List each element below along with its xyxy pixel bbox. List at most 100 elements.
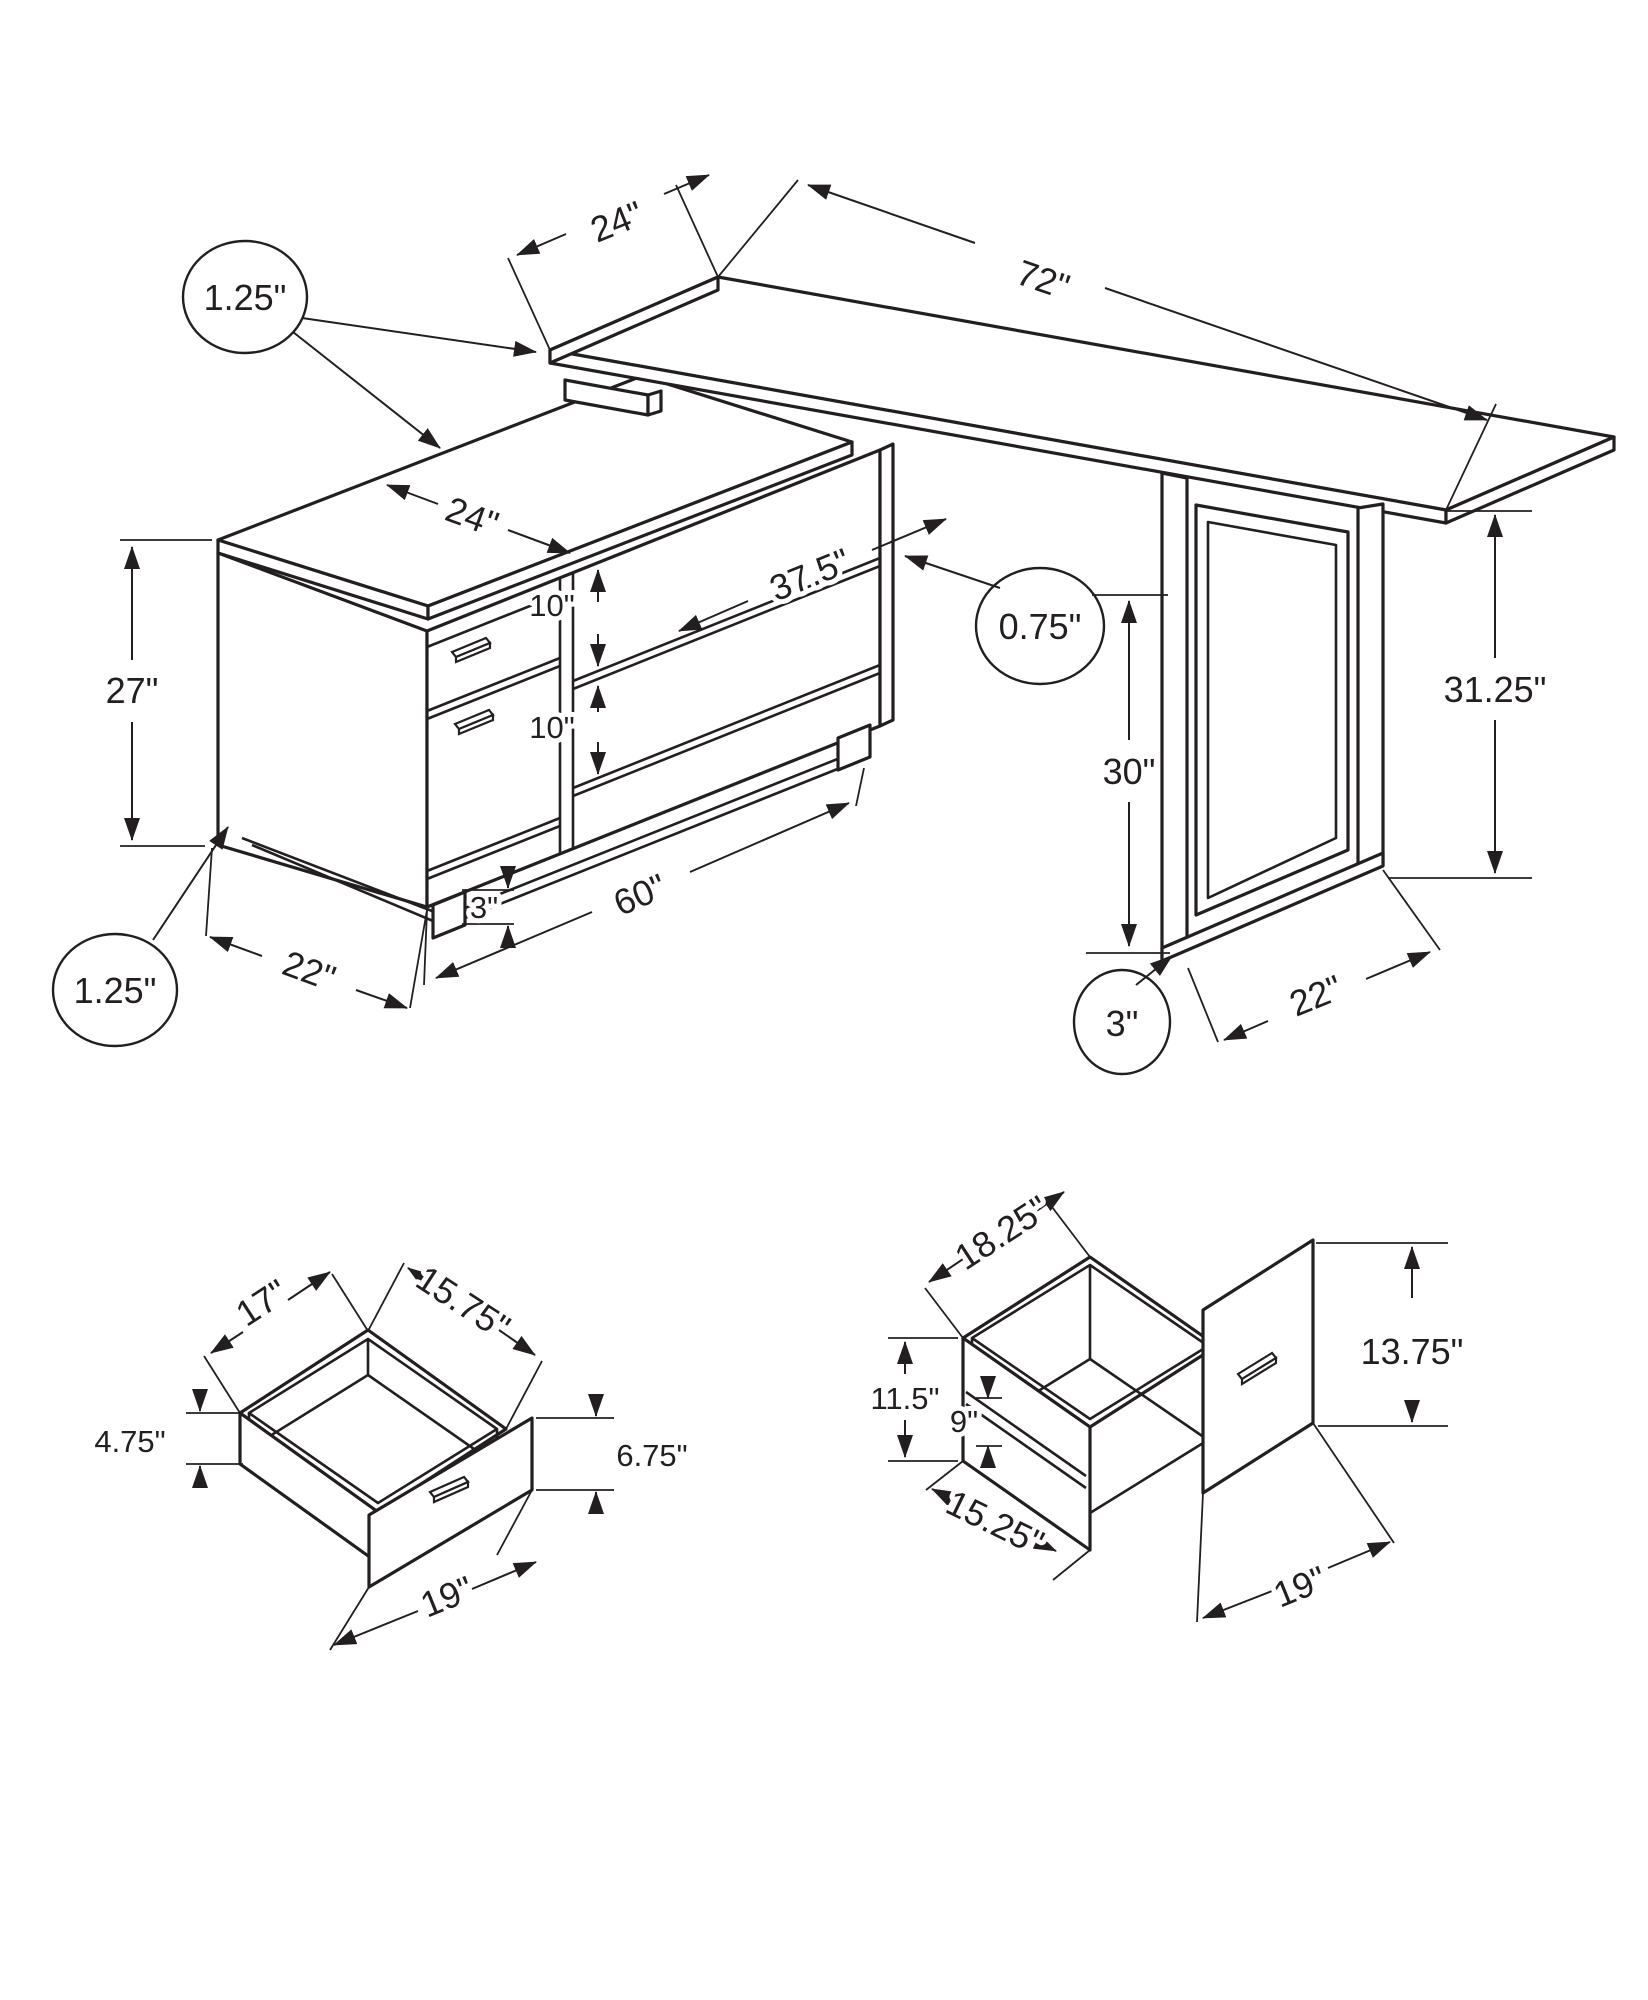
callout-thickness-bottom bbox=[51, 932, 179, 1048]
cabinet-right-panel bbox=[878, 442, 895, 728]
ext-1525-a bbox=[925, 1460, 964, 1491]
desktop-cleat-end bbox=[646, 389, 663, 417]
leader-125b bbox=[152, 826, 229, 941]
dim-19l-right bbox=[471, 1561, 537, 1590]
dim-19r-right bbox=[1327, 1541, 1391, 1569]
dim-22r-right bbox=[1365, 951, 1431, 980]
leader-3r bbox=[1135, 955, 1173, 986]
base-rail2 bbox=[444, 764, 846, 928]
label-sd-front-height: 6.75" bbox=[616, 1438, 687, 1473]
large-drawer-diagram bbox=[888, 1191, 1448, 1623]
dim-1525-right bbox=[1020, 1533, 1057, 1552]
label-cabinet-length: 60" bbox=[607, 865, 672, 923]
label-panel-thickness: 0.75" bbox=[999, 606, 1082, 647]
small-drawer-diagram bbox=[186, 1262, 614, 1651]
label-sd-inner-width: 15.75" bbox=[409, 1257, 518, 1347]
label-desktop-depth: 24" bbox=[585, 193, 649, 251]
dim-72-right bbox=[1104, 287, 1488, 421]
callout-panel-thickness bbox=[974, 566, 1106, 686]
ext-22r-b bbox=[1382, 869, 1441, 951]
shelf-lower-edge bbox=[572, 671, 881, 798]
dim-19l-left bbox=[333, 1610, 419, 1646]
ld-handle-lip bbox=[1240, 1356, 1278, 1386]
callout-leg-foot bbox=[1072, 968, 1172, 1076]
dim-1825-left bbox=[928, 1252, 973, 1283]
leg-side-panel-inner bbox=[1206, 520, 1338, 900]
label-desktop-length: 72" bbox=[1012, 252, 1075, 308]
dim-1525-left bbox=[931, 1488, 972, 1510]
label-sd-side-height: 4.75" bbox=[94, 1424, 165, 1459]
ext-1825-b bbox=[1051, 1206, 1091, 1258]
ext-24top-a bbox=[507, 257, 551, 351]
label-ld-front-width: 19" bbox=[1268, 1558, 1332, 1616]
drawer-top-rail bbox=[426, 592, 561, 649]
dim-1575-right bbox=[498, 1329, 536, 1356]
ld-slide-rail bbox=[965, 1390, 1087, 1478]
return-slab-front-edge bbox=[426, 440, 854, 621]
dim-17-right bbox=[287, 1271, 331, 1301]
label-shelf-lower: 10" bbox=[529, 710, 575, 745]
ext-1525-b bbox=[1052, 1549, 1091, 1581]
dim-24ret-left bbox=[386, 484, 439, 505]
dim-72-left bbox=[807, 184, 976, 244]
ext-19r-a bbox=[1196, 1492, 1204, 1623]
ext-72-b bbox=[1445, 403, 1497, 511]
dim-1825-right bbox=[1021, 1191, 1065, 1222]
dim-17-left bbox=[210, 1331, 244, 1354]
cabinet-foot-right bbox=[836, 723, 872, 772]
label-overall-height: 31.25" bbox=[1444, 669, 1547, 710]
leader-125-a bbox=[301, 317, 537, 357]
label-leg-clearance: 30" bbox=[1103, 751, 1156, 792]
desktop-left-edge bbox=[548, 275, 720, 365]
sd-handle-lip bbox=[432, 1480, 470, 1504]
ext-17-b bbox=[331, 1273, 369, 1332]
label-desktop-thickness: 1.25" bbox=[204, 277, 287, 318]
drawer-bottom-rail bbox=[426, 816, 561, 873]
label-sd-front-width: 19" bbox=[415, 1568, 479, 1626]
ext-19l-a bbox=[329, 1586, 370, 1651]
cabinet-foot-left bbox=[431, 890, 467, 940]
label-sd-depth: 17" bbox=[228, 1271, 295, 1334]
leader-075 bbox=[904, 555, 1001, 589]
ext-19r-b bbox=[1312, 1422, 1395, 1544]
label-shelf-upper: 10" bbox=[529, 588, 575, 623]
drawer-divider-upper bbox=[426, 656, 561, 713]
ext-60-a bbox=[423, 909, 428, 986]
dim-1575-left bbox=[407, 1267, 431, 1288]
dim-60-right bbox=[689, 802, 850, 873]
ext-1575-b bbox=[505, 1360, 543, 1430]
dim-22l-left bbox=[209, 936, 263, 957]
dim-24top-left bbox=[516, 233, 567, 256]
shelf-upper-edge bbox=[572, 564, 881, 691]
base-rail-left2 bbox=[251, 843, 446, 928]
dim-24ret-right bbox=[507, 529, 571, 554]
drawer-divider-lower bbox=[426, 664, 561, 721]
label-leg-depth: 22" bbox=[1284, 967, 1348, 1025]
ext-60-b bbox=[855, 767, 865, 807]
dim-375-left bbox=[678, 600, 749, 632]
callout-thickness-top bbox=[181, 239, 309, 355]
ext-19l-b bbox=[496, 1489, 533, 1556]
label-ld-front-height: 13.75" bbox=[1361, 1331, 1464, 1372]
ext-22r-a bbox=[1187, 967, 1219, 1043]
dim-22r-left bbox=[1223, 1020, 1269, 1041]
label-foot-height: 3" bbox=[470, 890, 498, 925]
ld-slide-rail2 bbox=[965, 1402, 1087, 1490]
desk-diagram bbox=[51, 174, 1616, 1076]
drawer-handle-upper-lip bbox=[454, 641, 492, 664]
ext-22l-a bbox=[205, 847, 213, 937]
leg-front-upright bbox=[1160, 471, 1189, 960]
dim-24top-right bbox=[663, 174, 710, 195]
drawer-handle-lower-lip bbox=[457, 713, 495, 736]
label-ld-interior-depth: 9" bbox=[950, 1404, 978, 1439]
label-ld-side-height: 11.5" bbox=[870, 1381, 939, 1416]
label-ld-top-width: 18.25" bbox=[947, 1187, 1056, 1277]
label-leg-foot: 3" bbox=[1106, 1003, 1139, 1044]
label-cabinet-depth: 22" bbox=[277, 942, 341, 999]
ext-1575-a bbox=[367, 1262, 405, 1332]
leg-side-panel bbox=[1194, 503, 1350, 917]
dim-22l-right bbox=[355, 989, 408, 1009]
label-cabinet-height: 27" bbox=[106, 670, 159, 711]
